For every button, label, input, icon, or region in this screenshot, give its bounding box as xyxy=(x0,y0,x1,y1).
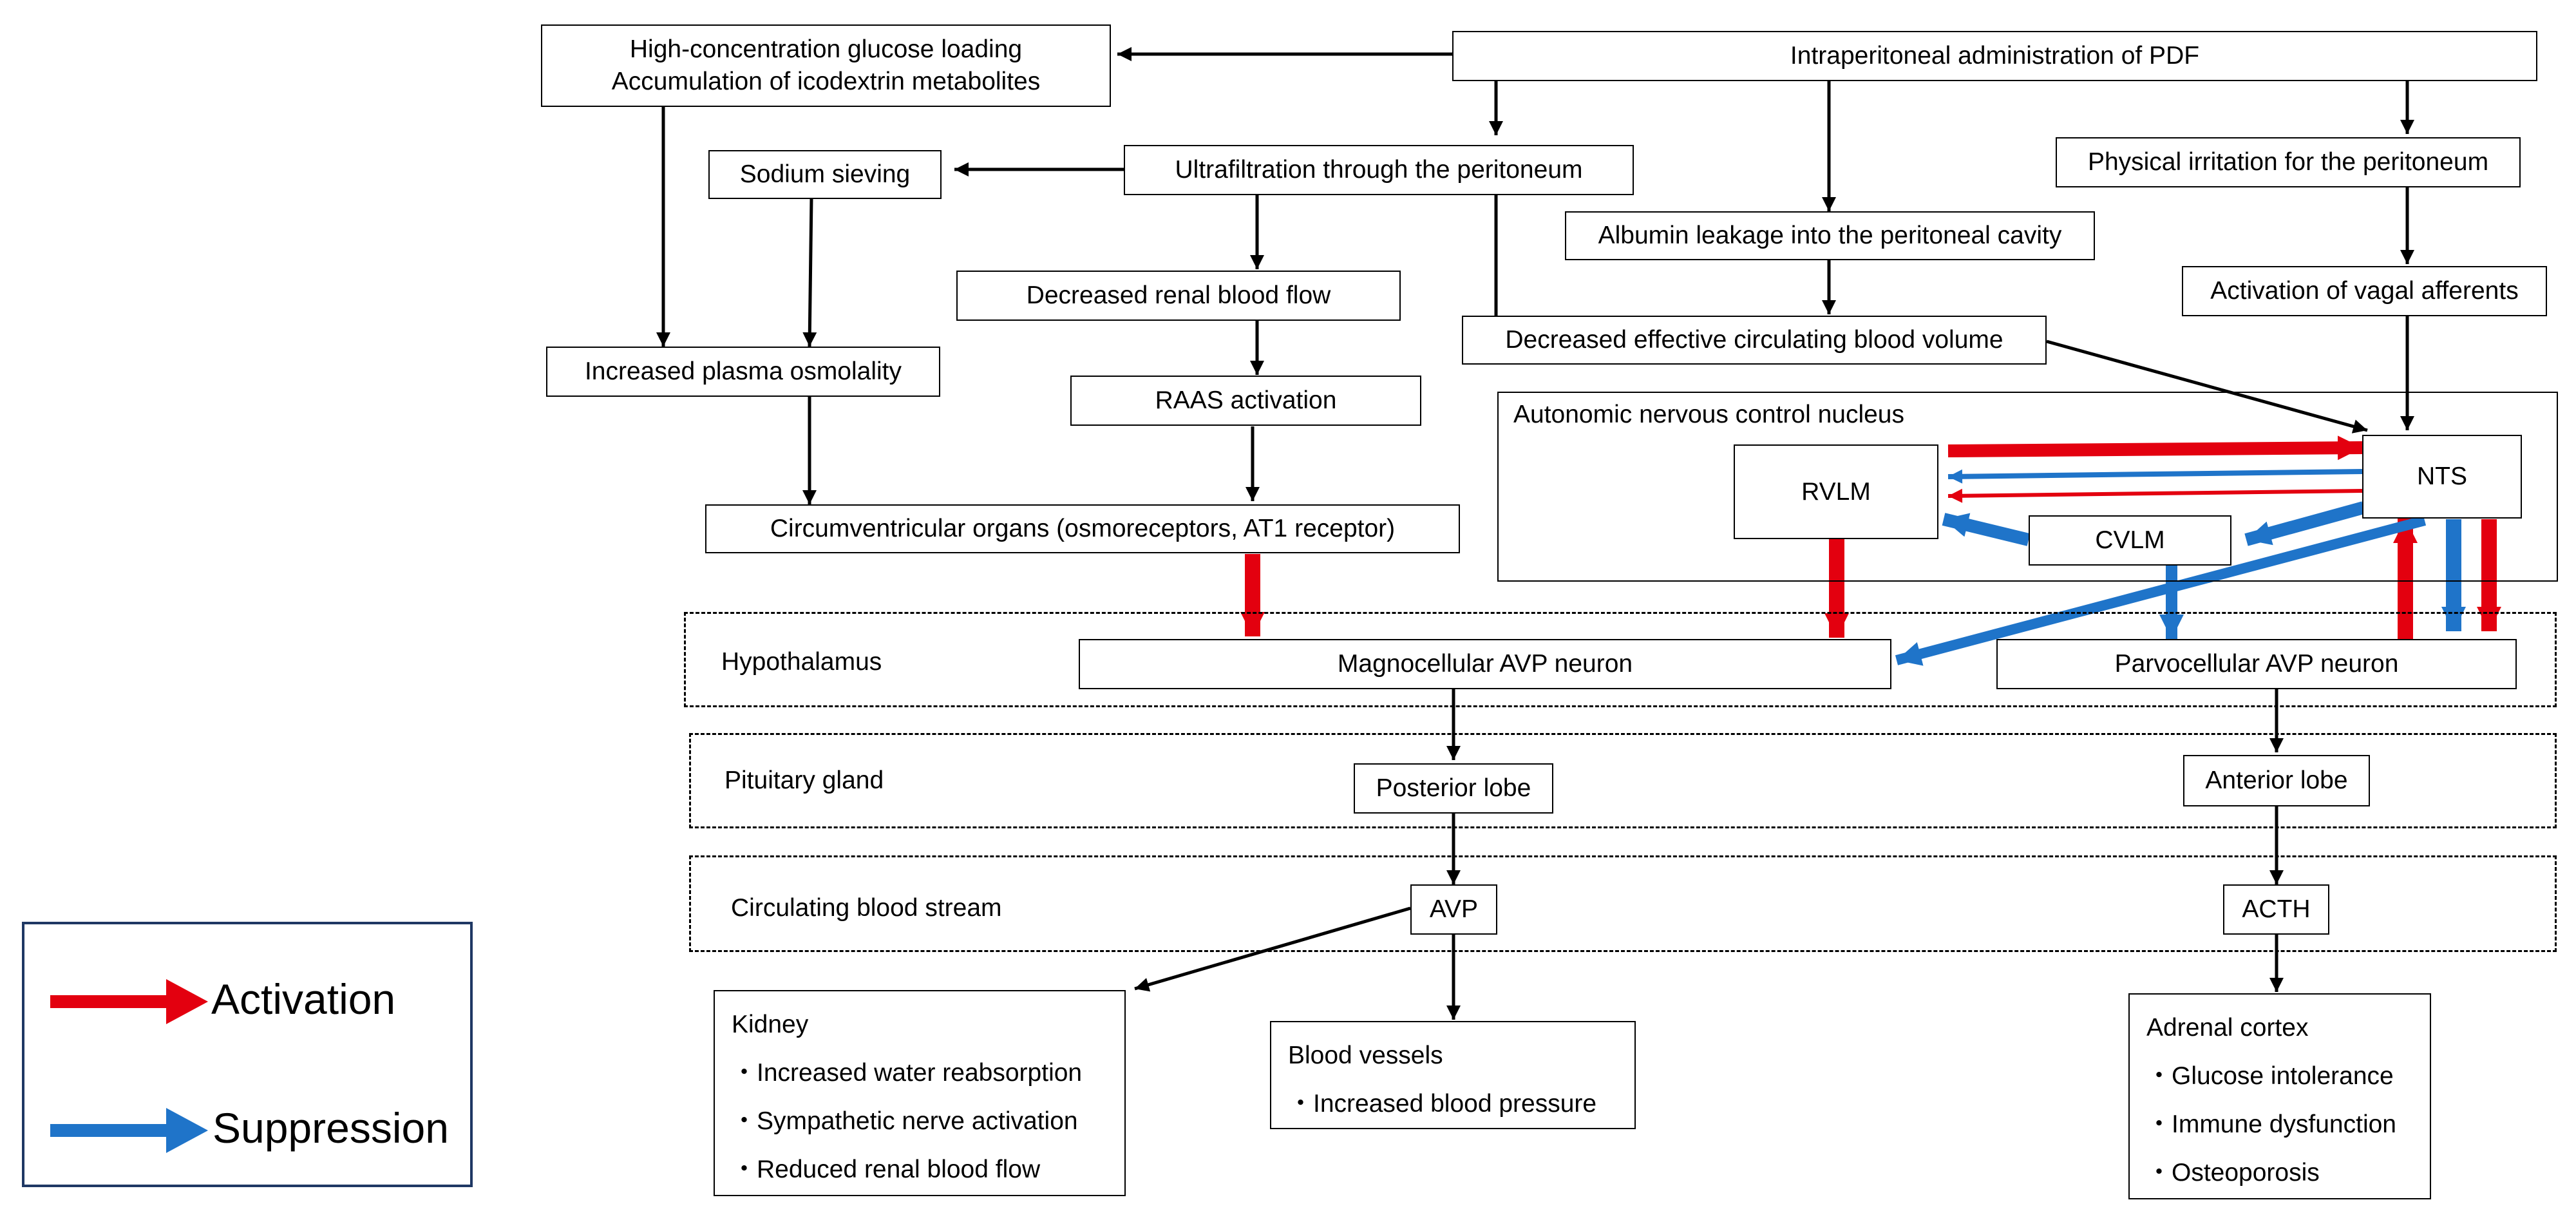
node-glucose-line-2: Accumulation of icodextrin metabolites xyxy=(611,68,1041,95)
node-sodium-sieving: Sodium sieving xyxy=(708,150,942,199)
node-magnocellular-avp: Magnocellular AVP neuron xyxy=(1079,639,1891,689)
suppression-nts-to-cvlm xyxy=(2244,501,2365,546)
outcome-kidney-item-2: ・Sympathetic nerve activation xyxy=(732,1107,1078,1135)
outcome-adrenal-item-2: ・Immune dysfunction xyxy=(2146,1110,2397,1138)
node-raas-text: RAAS activation xyxy=(1155,386,1337,415)
node-rvlm-text: RVLM xyxy=(1801,477,1871,506)
node-anterior-lobe: Anterior lobe xyxy=(2183,755,2370,806)
outcome-vessels-title: Blood vessels xyxy=(1288,1042,1443,1069)
node-osmolality-text: Increased plasma osmolality xyxy=(584,357,902,386)
node-ecbv-text: Decreased effective circulating blood vo… xyxy=(1505,326,2003,354)
node-physical-text: Physical irritation for the peritoneum xyxy=(2087,148,2489,176)
node-cvo-text: Circumventricular organs (osmoreceptors,… xyxy=(770,515,1396,543)
node-avp: AVP xyxy=(1410,884,1497,935)
node-parvo-text: Parvocellular AVP neuron xyxy=(2114,650,2399,678)
outcome-adrenal-cortex: Adrenal cortex ・Glucose intolerance ・Imm… xyxy=(2128,993,2431,1199)
node-circumventricular-organs: Circumventricular organs (osmoreceptors,… xyxy=(705,504,1460,553)
node-nts: NTS xyxy=(2362,435,2522,519)
node-effective-blood-volume: Decreased effective circulating blood vo… xyxy=(1462,316,2047,365)
node-albumin-leakage: Albumin leakage into the peritoneal cavi… xyxy=(1565,211,2095,260)
outcome-blood-vessels: Blood vessels ・Increased blood pressure xyxy=(1270,1021,1636,1129)
outcome-kidney-item-1: ・Increased water reabsorption xyxy=(732,1059,1083,1087)
node-renal-flow-text: Decreased renal blood flow xyxy=(1026,281,1331,310)
outcome-kidney-title: Kidney xyxy=(732,1011,809,1038)
outcome-vessels-item-1: ・Increased blood pressure xyxy=(1288,1090,1597,1118)
node-rvlm: RVLM xyxy=(1734,444,1938,539)
region-circulation-label: Circulating blood stream xyxy=(731,894,1002,922)
node-cvlm-text: CVLM xyxy=(2095,526,2165,555)
arrow-avp-to-kidney xyxy=(1134,906,1411,992)
region-autonomic-nucleus xyxy=(1497,392,2558,582)
region-autonomic-label: Autonomic nervous control nucleus xyxy=(1513,401,1904,428)
node-posterior-text: Posterior lobe xyxy=(1376,774,1531,803)
node-vagal-text: Activation of vagal afferents xyxy=(2210,277,2519,305)
node-posterior-lobe: Posterior lobe xyxy=(1354,763,1553,814)
node-glucose-loading: High-concentration glucose loading Accum… xyxy=(541,24,1111,107)
suppression-cvlm-to-rvlm xyxy=(1942,513,2031,546)
legend: Activation Suppression xyxy=(22,922,473,1187)
arrow-ecbv-to-nts xyxy=(2046,339,2368,434)
outcome-kidney: Kidney ・Increased water reabsorption ・Sy… xyxy=(714,990,1126,1196)
activation-rvlm-to-nts xyxy=(1947,435,2363,461)
outcome-adrenal-item-1: ・Glucose intolerance xyxy=(2146,1062,2394,1090)
legend-suppression-arrow-icon xyxy=(50,1108,208,1153)
activation-nts-to-rvlm xyxy=(1947,488,2363,503)
node-renal-blood-flow: Decreased renal blood flow xyxy=(956,271,1401,321)
node-raas-activation: RAAS activation xyxy=(1070,376,1421,426)
node-magno-text: Magnocellular AVP neuron xyxy=(1337,650,1633,678)
region-pituitary-label: Pituitary gland xyxy=(724,767,884,794)
node-pdf-administration: Intraperitoneal administration of PDF xyxy=(1452,31,2537,81)
legend-activation-label: Activation xyxy=(211,975,396,1023)
node-sodium-text: Sodium sieving xyxy=(739,160,911,189)
region-circulation xyxy=(689,855,2557,952)
region-hypothalamus-label: Hypothalamus xyxy=(721,648,882,676)
region-pituitary xyxy=(689,733,2557,828)
node-pdf-text: Intraperitoneal administration of PDF xyxy=(1790,42,2200,70)
node-acth-text: ACTH xyxy=(2242,895,2311,924)
arrow-sodium-to-osmolality xyxy=(802,198,817,347)
node-acth: ACTH xyxy=(2223,884,2329,935)
node-vagal-afferents: Activation of vagal afferents xyxy=(2182,266,2547,316)
node-plasma-osmolality: Increased plasma osmolality xyxy=(546,347,940,397)
node-ultrafiltration-text: Ultrafiltration through the peritoneum xyxy=(1175,156,1583,184)
outcome-adrenal-title: Adrenal cortex xyxy=(2146,1014,2309,1042)
node-parvocellular-avp: Parvocellular AVP neuron xyxy=(1996,639,2517,689)
node-albumin-text: Albumin leakage into the peritoneal cavi… xyxy=(1598,222,2062,250)
node-nts-text: NTS xyxy=(2417,462,2467,491)
suppression-nts-to-magno xyxy=(1895,515,2427,666)
node-ultrafiltration: Ultrafiltration through the peritoneum xyxy=(1124,145,1634,195)
outcome-kidney-item-3: ・Reduced renal blood flow xyxy=(732,1156,1041,1183)
region-hypothalamus xyxy=(684,612,2557,707)
legend-activation-arrow-icon xyxy=(50,979,208,1024)
node-glucose-line-1: High-concentration glucose loading xyxy=(629,35,1023,64)
node-physical-irritation: Physical irritation for the peritoneum xyxy=(2056,137,2521,187)
node-anterior-text: Anterior lobe xyxy=(2205,767,2348,795)
node-avp-text: AVP xyxy=(1429,895,1479,924)
outcome-adrenal-item-3: ・Osteoporosis xyxy=(2146,1159,2320,1187)
node-cvlm: CVLM xyxy=(2029,515,2231,566)
legend-suppression-label: Suppression xyxy=(213,1104,449,1152)
suppression-nts-to-rvlm xyxy=(1947,469,2363,484)
